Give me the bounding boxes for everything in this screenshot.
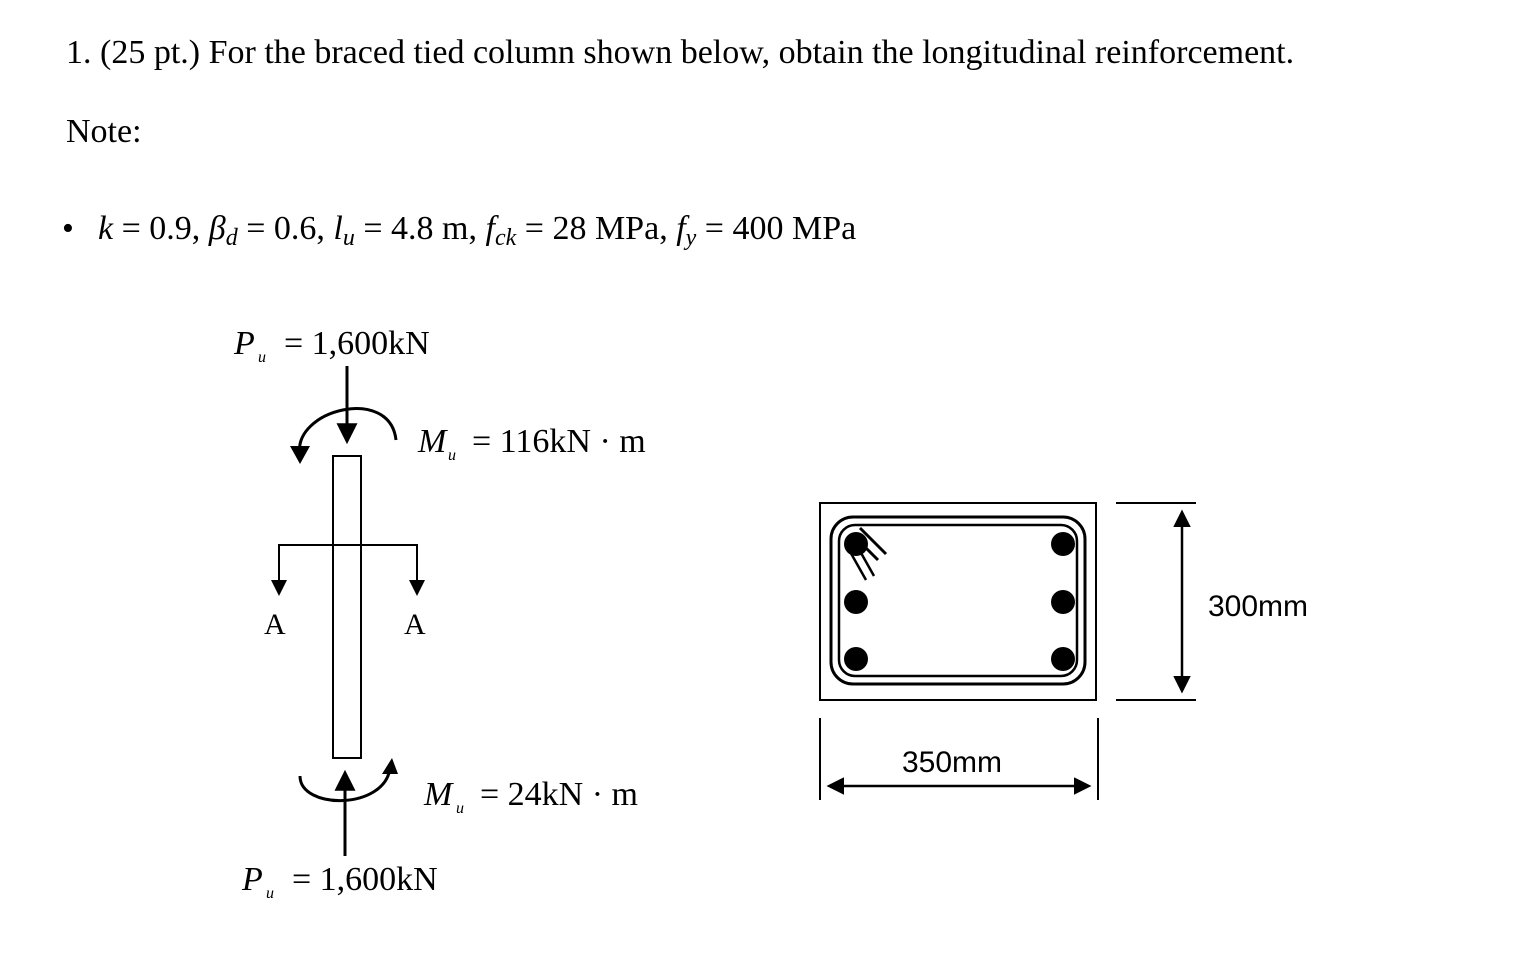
- bottom-moment-label: M u = 24kN · m: [423, 776, 638, 817]
- problem-statement: 1. (25 pt.) For the braced tied column s…: [66, 34, 1294, 72]
- param-lu-value: 4.8 m: [391, 210, 469, 247]
- top-moment-value: = 116kN · m: [472, 423, 646, 460]
- rebar-mid-right: [1051, 590, 1075, 614]
- param-beta-value: 0.6: [273, 210, 317, 247]
- param-k-symbol: k: [98, 210, 114, 247]
- rebar-bottom-left: [844, 647, 868, 671]
- bullet-icon: •: [62, 210, 74, 247]
- section-cut-left-label: A: [264, 608, 286, 641]
- param-fy-subscript: y: [685, 225, 697, 251]
- problem-number: 1.: [66, 34, 92, 71]
- top-axial-symbol: P: [233, 325, 255, 362]
- column-elevation: P u = 1,600kN M u = 116kN · m A A M u = …: [233, 325, 646, 902]
- param-beta-subscript: d: [225, 225, 238, 251]
- section-cut-right-label: A: [404, 608, 426, 641]
- param-fck-subscript: ck: [494, 225, 517, 251]
- section-cut-line: [278, 544, 418, 590]
- param-fck-value: 28 MPa: [552, 210, 660, 247]
- problem-points: (25 pt.): [100, 34, 201, 71]
- param-lu-symbol: l: [333, 210, 343, 247]
- top-moment-label: M u = 116kN · m: [417, 423, 646, 464]
- param-lu-subscript: u: [342, 225, 355, 251]
- bottom-moment-symbol: M: [423, 776, 454, 813]
- top-moment-arrowhead: [290, 446, 310, 464]
- bottom-moment-arrowhead: [382, 758, 398, 774]
- bottom-axial-subscript: u: [266, 885, 274, 902]
- problem-text: For the braced tied column shown below, …: [208, 34, 1295, 71]
- note-label: Note:: [66, 113, 142, 150]
- top-axial-value: = 1,600kN: [284, 325, 430, 362]
- tie-outer: [829, 515, 1087, 686]
- section-cut-right-arrowhead: [409, 580, 425, 596]
- top-moment-arc: [298, 407, 398, 456]
- top-moment-symbol: M: [417, 423, 448, 460]
- cross-section: 300mm 350mm: [819, 502, 1308, 800]
- top-moment-subscript: u: [448, 447, 456, 464]
- parameter-list: •k = 0.9, βd = 0.6, lu = 4.8 m, fck = 28…: [62, 210, 857, 251]
- param-fck-symbol: f: [485, 210, 495, 247]
- bottom-axial-symbol: P: [241, 861, 263, 898]
- rebar-top-right: [1051, 532, 1075, 556]
- param-beta-symbol: β: [208, 210, 226, 247]
- top-axial-load-label: P u = 1,600kN: [233, 325, 430, 366]
- bottom-axial-value: = 1,600kN: [292, 861, 438, 898]
- bottom-moment-subscript: u: [456, 800, 464, 817]
- height-label: 300mm: [1208, 590, 1308, 623]
- top-axial-subscript: u: [258, 349, 266, 366]
- bottom-moment-arc: [298, 767, 392, 803]
- column-body: [332, 455, 362, 759]
- bottom-axial-load-label: P u = 1,600kN: [241, 861, 438, 902]
- rebar-top-left: [844, 532, 868, 556]
- bottom-moment-value: = 24kN · m: [480, 776, 638, 813]
- param-fy-value: 400 MPa: [732, 210, 857, 247]
- rebar-bottom-right: [1051, 647, 1075, 671]
- tie-inner: [837, 523, 1079, 678]
- param-k-value: 0.9: [149, 210, 192, 247]
- param-fy-symbol: f: [676, 210, 686, 247]
- section-cut-left-arrowhead: [271, 580, 287, 596]
- rebar-mid-left: [844, 590, 868, 614]
- width-label: 350mm: [902, 746, 1002, 779]
